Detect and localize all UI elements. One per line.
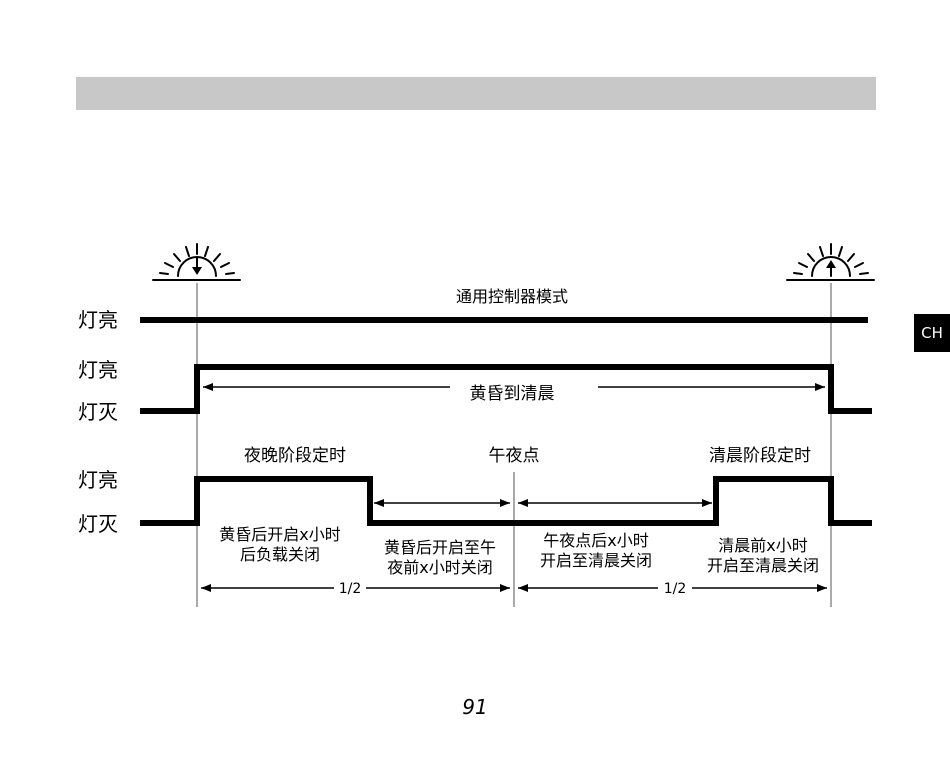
title-evening-stage: 夜晚阶段定时 [244, 446, 346, 466]
title-general-mode: 通用控制器模式 [456, 287, 568, 306]
half-label-2: 1/2 [664, 581, 687, 597]
half-label-1: 1/2 [339, 581, 362, 597]
sunrise-icon [787, 244, 874, 280]
segment2-line1: 黄昏后开启至午 [384, 538, 496, 557]
segment4-line2: 开启至清晨关闭 [707, 556, 819, 575]
segment3-line1: 午夜点后x小时 [543, 531, 648, 550]
title-midnight: 午夜点 [489, 446, 540, 466]
segment1-line2: 后负载关闭 [240, 545, 320, 564]
sunset-icon [153, 244, 240, 280]
title-dusk-to-dawn: 黄昏到清晨 [470, 384, 555, 404]
page-number: 91 [0, 695, 950, 719]
row-label-mode2-on: 灯亮 [78, 358, 118, 382]
segment3-line2: 开启至清晨关闭 [540, 551, 652, 570]
row-label-mode3-on: 灯亮 [78, 468, 118, 492]
title-morning-stage: 清晨阶段定时 [709, 446, 811, 466]
stage-timing-waveform [140, 479, 872, 523]
row-label-mode3-off: 灯灭 [78, 512, 118, 536]
segment4-line1: 清晨前x小时 [718, 536, 807, 555]
segment1-line1: 黄昏后开启x小时 [219, 525, 340, 544]
row-label-mode1-on: 灯亮 [78, 308, 118, 332]
row-label-mode2-off: 灯灭 [78, 400, 118, 424]
segment2-line2: 夜前x小时关闭 [387, 558, 492, 577]
